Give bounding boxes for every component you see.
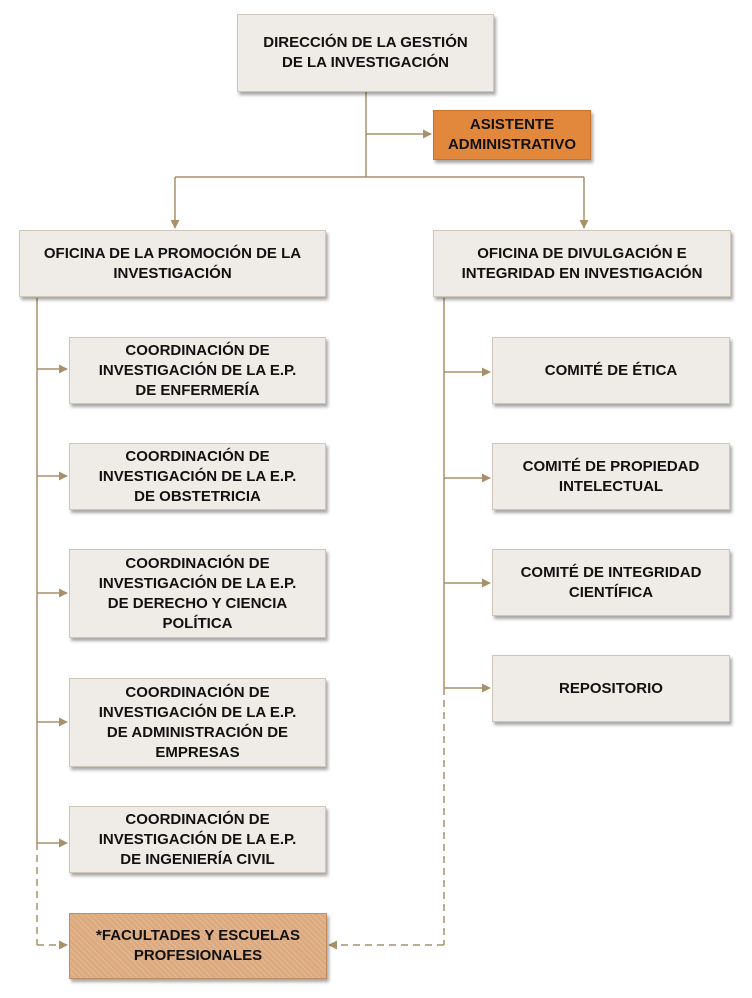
comite-etica-label: COMITÉ DE ÉTICA bbox=[544, 361, 678, 379]
left-office-box: OFICINA DE LA PROMOCIÓN DE LA INVESTIGAC… bbox=[19, 230, 326, 297]
faculties-box: *FACULTADES Y ESCUELAS PROFESIONALES bbox=[69, 913, 327, 979]
right-office-box: OFICINA DE DIVULGACIÓN E INTEGRIDAD EN I… bbox=[433, 230, 731, 297]
repositorio-label: REPOSITORIO bbox=[559, 679, 663, 697]
coord-obstetricia-box: COORDINACIÓN DE INVESTIGACIÓN DE LA E.P.… bbox=[69, 443, 326, 510]
comite-propiedad-box: COMITÉ DE PROPIEDAD INTELECTUAL bbox=[492, 443, 730, 510]
director-label: DIRECCIÓN DE LA GESTIÓN DE LA INVESTIGAC… bbox=[263, 34, 468, 71]
comite-etica-box: COMITÉ DE ÉTICA bbox=[492, 337, 730, 404]
coord-ingenieria-label: COORDINACIÓN DE INVESTIGACIÓN DE LA E.P.… bbox=[98, 810, 297, 868]
coord-derecho-label: COORDINACIÓN DE INVESTIGACIÓN DE LA E.P.… bbox=[98, 554, 297, 632]
director-box: DIRECCIÓN DE LA GESTIÓN DE LA INVESTIGAC… bbox=[237, 14, 494, 92]
comite-propiedad-label: COMITÉ DE PROPIEDAD INTELECTUAL bbox=[522, 457, 700, 495]
comite-integridad-label: COMITÉ DE INTEGRIDAD CIENTÍFICA bbox=[520, 563, 702, 601]
repositorio-box: REPOSITORIO bbox=[492, 655, 730, 722]
coord-derecho-box: COORDINACIÓN DE INVESTIGACIÓN DE LA E.P.… bbox=[69, 549, 326, 638]
coord-administracion-box: COORDINACIÓN DE INVESTIGACIÓN DE LA E.P.… bbox=[69, 678, 326, 767]
coord-ingenieria-box: COORDINACIÓN DE INVESTIGACIÓN DE LA E.P.… bbox=[69, 806, 326, 873]
coord-enfermeria-box: COORDINACIÓN DE INVESTIGACIÓN DE LA E.P.… bbox=[69, 337, 326, 404]
left-office-label: OFICINA DE LA PROMOCIÓN DE LA INVESTIGAC… bbox=[43, 244, 302, 282]
coord-administracion-label: COORDINACIÓN DE INVESTIGACIÓN DE LA E.P.… bbox=[98, 683, 297, 761]
assistant-box: ASISTENTE ADMINISTRATIVO bbox=[433, 110, 591, 160]
coord-obstetricia-label: COORDINACIÓN DE INVESTIGACIÓN DE LA E.P.… bbox=[98, 447, 297, 505]
comite-integridad-box: COMITÉ DE INTEGRIDAD CIENTÍFICA bbox=[492, 549, 730, 616]
coord-enfermeria-label: COORDINACIÓN DE INVESTIGACIÓN DE LA E.P.… bbox=[98, 341, 297, 399]
right-office-label: OFICINA DE DIVULGACIÓN E INTEGRIDAD EN I… bbox=[461, 244, 703, 282]
faculties-label: *FACULTADES Y ESCUELAS PROFESIONALES bbox=[96, 927, 300, 964]
assistant-label: ASISTENTE ADMINISTRATIVO bbox=[447, 116, 577, 153]
